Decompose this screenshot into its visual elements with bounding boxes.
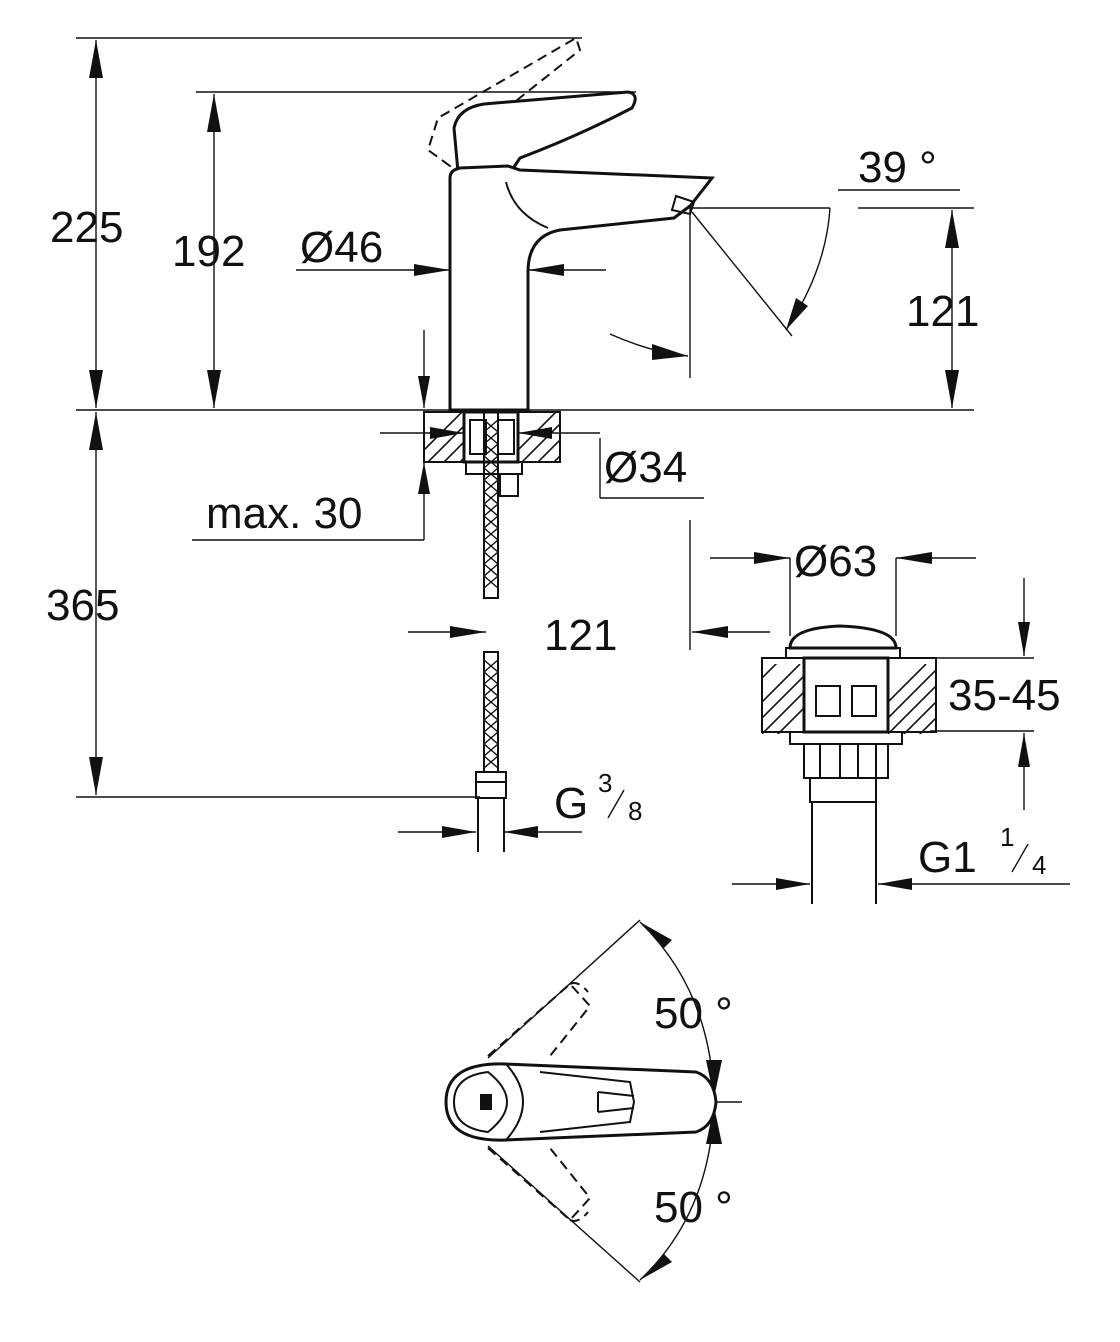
- lever-lower-alt-position: [487, 1147, 592, 1222]
- faucet-body: [448, 164, 715, 412]
- dimension-labels: 225 192 Ø46 39 ° 121 Ø34 max. 30 365 121…: [46, 143, 1061, 1232]
- label-rotation-upper: 50 °: [654, 989, 733, 1038]
- label-spout-height: 192: [172, 227, 245, 276]
- faucet-top-view: [444, 982, 718, 1222]
- label-total-height: 225: [50, 203, 123, 252]
- label-projection: 121: [544, 611, 617, 660]
- faucet-side-view: [423, 36, 715, 852]
- label-waste-diameter: Ø63: [794, 537, 877, 586]
- waste-valve: [761, 624, 937, 904]
- label-connection-thread-num: 3: [598, 768, 612, 798]
- label-basin-thickness: 35-45: [948, 671, 1061, 720]
- label-lever-angle: 39 °: [858, 143, 937, 192]
- label-hose-length: 365: [46, 581, 119, 630]
- label-connection-thread-den: 8: [628, 796, 642, 826]
- label-connection-thread: G: [554, 779, 588, 828]
- label-outlet-height: 121: [906, 287, 979, 336]
- label-max-thickness: max. 30: [206, 489, 363, 538]
- lever-upper-alt-position: [487, 982, 592, 1057]
- label-waste-thread-num: 1: [1000, 822, 1014, 852]
- faucet-lever: [452, 90, 637, 174]
- label-hole-diameter: Ø34: [604, 443, 687, 492]
- dimension-lines: [89, 40, 1070, 1283]
- label-waste-thread-den: 4: [1032, 850, 1046, 880]
- label-rotation-lower: 50 °: [654, 1183, 733, 1232]
- label-body-diameter: Ø46: [300, 223, 383, 272]
- label-waste-thread: G1: [918, 833, 977, 882]
- flexible-hose: [475, 411, 507, 852]
